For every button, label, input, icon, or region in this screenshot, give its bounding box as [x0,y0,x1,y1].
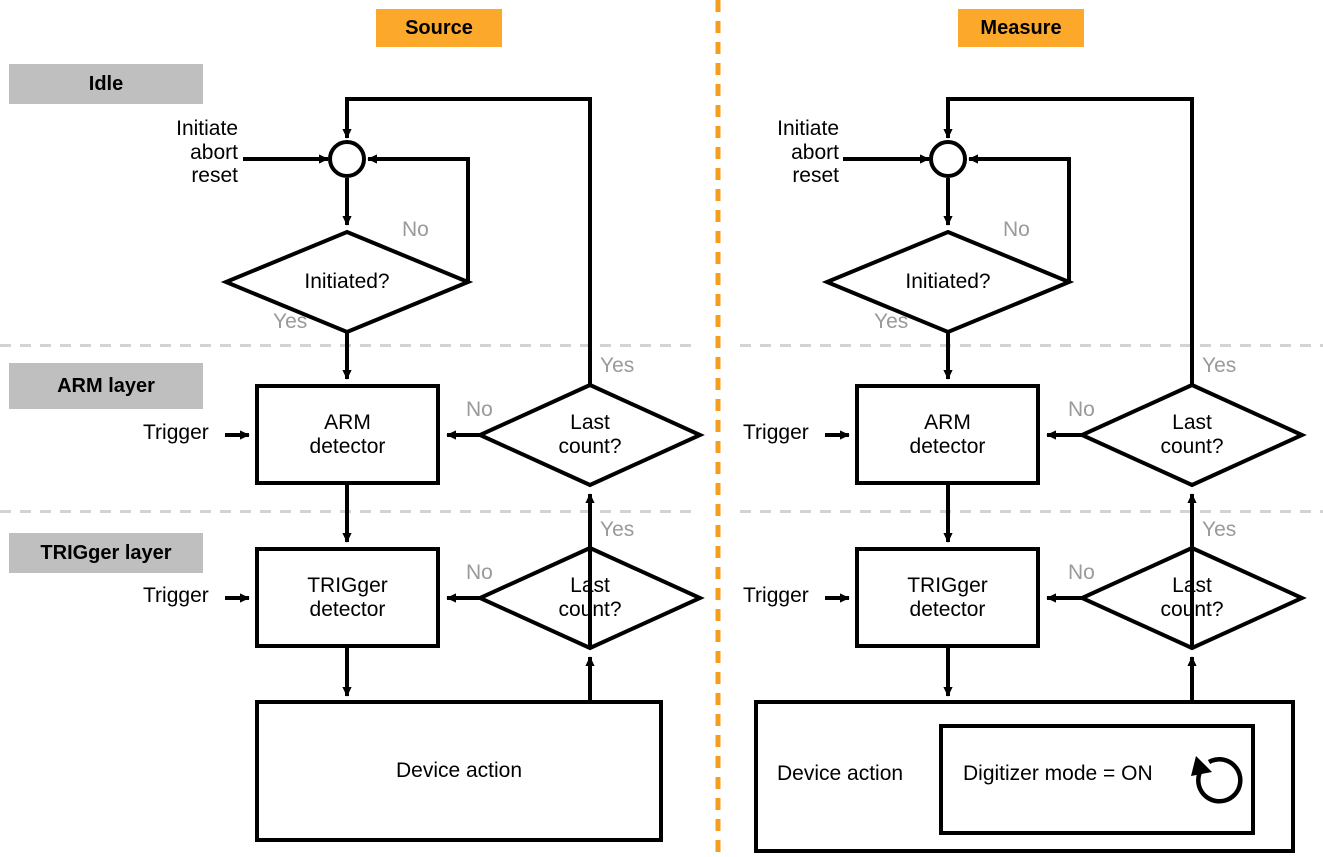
loop-arrow-icon [1191,756,1243,804]
trig-lastcount-yes-label-measure: Yes [1202,518,1237,541]
trigger-detector-box-source [255,547,440,648]
layer-chip-arm: ARM layer [9,363,203,409]
entry-label-source: Initiate abort reset [176,117,238,188]
initiated-label-measure: Initiated? [905,270,991,294]
device-action-label-measure: Device action [777,762,904,785]
initiated-no-label-measure: No [1003,218,1030,241]
initiated-yes-label-measure: Yes [874,310,909,333]
junction-node-source [328,140,366,178]
arm-trigger-input-label-measure: Trigger [743,421,809,444]
arm-lastcount-yes-label-source: Yes [600,354,635,377]
trigger-detector-box-measure [855,547,1040,648]
entry-label-measure: Initiate abort reset [777,117,839,188]
arm-detector-label-source: ARM detector [309,411,386,458]
trig-lastcount-no-label-source: No [466,561,493,584]
arm-trigger-input-label-source: Trigger [143,421,209,444]
initiated-yes-label-source: Yes [273,310,308,333]
header-chip-measure: Measure [958,9,1084,47]
arm-lastcount-no-label-measure: No [1068,398,1095,421]
layer-chip-trigger: TRIGger layer [9,533,203,573]
digitizer-mode-label: Digitizer mode = ON [963,762,1153,785]
trig-lastcount-no-label-measure: No [1068,561,1095,584]
layer-chip-idle: Idle [9,64,203,104]
trig-lastcount-label-measure: Last count? [1160,574,1224,621]
trigger-detector-label-measure: TRIGger detector [907,574,988,621]
header-chip-source: Source [376,9,502,47]
trig-lastcount-label-source: Last count? [558,574,622,621]
trig-lastcount-yes-label-source: Yes [600,518,635,541]
arm-lastcount-label-measure: Last count? [1160,411,1224,458]
arm-lastcount-diamond-measure [1077,382,1307,488]
arm-lastcount-yes-label-measure: Yes [1202,354,1237,377]
device-action-label-source: Device action [395,759,523,783]
source-panel-graphics [220,97,705,842]
arm-detector-label-measure: ARM detector [909,411,986,458]
arm-detector-box-measure [855,384,1040,485]
digitizer-mode-box [939,724,1255,835]
arm-lastcount-no-label-source: No [466,398,493,421]
device-action-box-source [255,700,663,842]
initiated-no-label-source: No [402,218,429,241]
arm-lastcount-label-source: Last count? [558,411,622,458]
trigger-detector-label-source: TRIGger detector [307,574,388,621]
junction-node-measure [929,140,967,178]
measure-panel-graphics [754,97,1307,853]
arm-lastcount-diamond-source [475,382,705,488]
trig-trigger-input-label-source: Trigger [143,584,209,607]
initiated-label-source: Initiated? [304,270,390,294]
trig-trigger-input-label-measure: Trigger [743,584,809,607]
